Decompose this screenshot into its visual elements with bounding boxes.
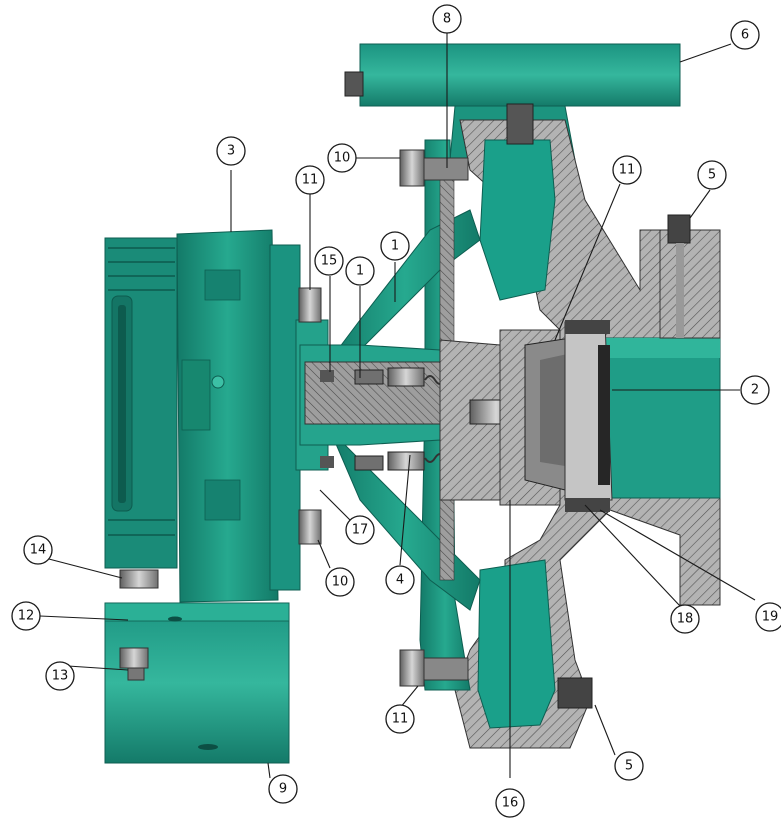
callout-circle xyxy=(697,160,727,190)
callout-19: 19 xyxy=(755,602,781,632)
callout-circle xyxy=(385,704,415,734)
callout-number: 16 xyxy=(502,796,519,811)
callout-number: 2 xyxy=(751,383,759,398)
callout-9: 9 xyxy=(268,774,298,804)
callout-1: 1 xyxy=(380,231,410,261)
callout-circle xyxy=(45,661,75,691)
callout-circle xyxy=(755,602,781,632)
callout-circle xyxy=(432,4,462,34)
callout-number: 10 xyxy=(332,575,349,590)
callout-18: 18 xyxy=(670,604,700,634)
callout-number: 9 xyxy=(279,782,287,797)
callout-number: 1 xyxy=(391,239,399,254)
callout-number: 10 xyxy=(334,151,351,166)
motor-flange-bolts xyxy=(298,287,322,545)
callout-2: 2 xyxy=(740,375,770,405)
callout-circle xyxy=(295,165,325,195)
callout-circle xyxy=(268,774,298,804)
callout-circle xyxy=(380,231,410,261)
callout-circle xyxy=(327,143,357,173)
callout-number: 3 xyxy=(227,144,235,159)
callout-15: 15 xyxy=(314,246,344,276)
callout-10: 10 xyxy=(327,143,357,173)
callout-circle xyxy=(345,515,375,545)
callout-number: 4 xyxy=(396,573,404,588)
callout-number: 14 xyxy=(30,543,47,558)
callout-number: 13 xyxy=(52,669,69,684)
callout-16: 16 xyxy=(495,788,525,818)
callout-circle xyxy=(325,567,355,597)
callout-number: 17 xyxy=(352,523,369,538)
callout-number: 1 xyxy=(356,264,364,279)
callout-14: 14 xyxy=(23,535,53,565)
callout-number: 12 xyxy=(18,609,35,624)
callout-number: 19 xyxy=(762,610,779,625)
foot-bolts xyxy=(119,569,159,681)
callout-number: 15 xyxy=(321,254,338,269)
motor xyxy=(104,229,329,603)
callout-13: 13 xyxy=(45,661,75,691)
callout-8: 8 xyxy=(432,4,462,34)
callout-17: 17 xyxy=(345,515,375,545)
callout-circle xyxy=(730,20,760,50)
callout-circle xyxy=(314,246,344,276)
callout-1: 1 xyxy=(345,256,375,286)
callout-number: 11 xyxy=(302,173,319,188)
callout-5: 5 xyxy=(697,160,727,190)
callout-10: 10 xyxy=(325,567,355,597)
callout-number: 5 xyxy=(708,168,716,183)
callout-circle xyxy=(345,256,375,286)
callout-number: 5 xyxy=(625,759,633,774)
callout-circle xyxy=(614,751,644,781)
callout-6: 6 xyxy=(730,20,760,50)
callout-circle xyxy=(216,136,246,166)
callout-circle xyxy=(670,604,700,634)
base-frame xyxy=(104,602,290,764)
callout-number: 6 xyxy=(741,28,749,43)
callout-circle xyxy=(385,565,415,595)
cover-bolts xyxy=(399,149,469,687)
callout-circle xyxy=(11,601,41,631)
callout-12: 12 xyxy=(11,601,41,631)
callout-number: 11 xyxy=(392,712,409,727)
callout-circle xyxy=(23,535,53,565)
callout-circle xyxy=(612,155,642,185)
callout-3: 3 xyxy=(216,136,246,166)
callout-circle xyxy=(495,788,525,818)
callout-11: 11 xyxy=(612,155,642,185)
callout-5: 5 xyxy=(614,751,644,781)
impeller xyxy=(499,320,613,512)
leader-lines xyxy=(39,32,756,779)
callout-number: 18 xyxy=(677,612,694,627)
callout-circle xyxy=(740,375,770,405)
callout-11: 11 xyxy=(385,704,415,734)
callout-11: 11 xyxy=(295,165,325,195)
shaft-and-seal xyxy=(299,339,534,501)
callout-4: 4 xyxy=(385,565,415,595)
callout-number: 8 xyxy=(443,12,451,27)
callout-number: 11 xyxy=(619,163,636,178)
